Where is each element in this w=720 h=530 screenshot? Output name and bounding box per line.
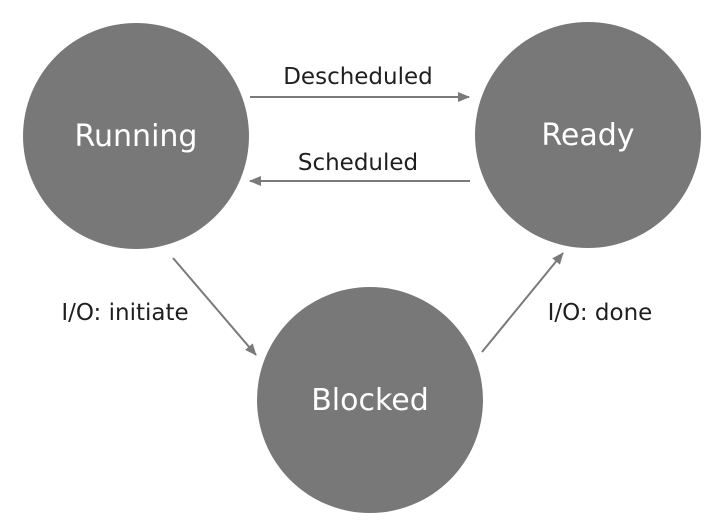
state-running-label: Running: [75, 119, 198, 154]
transition-scheduled: Scheduled: [249, 150, 470, 186]
state-ready: Ready: [475, 22, 701, 248]
state-blocked-circle: [257, 287, 483, 513]
descheduled-label: Descheduled: [283, 64, 433, 90]
transition-io-done: I/O: done: [481, 252, 653, 353]
scheduled-label: Scheduled: [298, 150, 418, 176]
state-ready-label: Ready: [541, 118, 634, 153]
io-done-arrow: [481, 252, 564, 353]
state-ready-circle: [475, 22, 701, 248]
state-blocked-label: Blocked: [311, 383, 429, 418]
io-done-label: I/O: done: [548, 300, 653, 326]
state-running: Running: [23, 23, 249, 249]
io-initiate-label: I/O: initiate: [61, 300, 188, 326]
io-initiate-arrow: [172, 257, 257, 356]
transition-descheduled: Descheduled: [250, 64, 470, 102]
state-blocked: Blocked: [257, 287, 483, 513]
transition-io-initiate: I/O: initiate: [61, 257, 257, 356]
state-running-circle: [23, 23, 249, 249]
